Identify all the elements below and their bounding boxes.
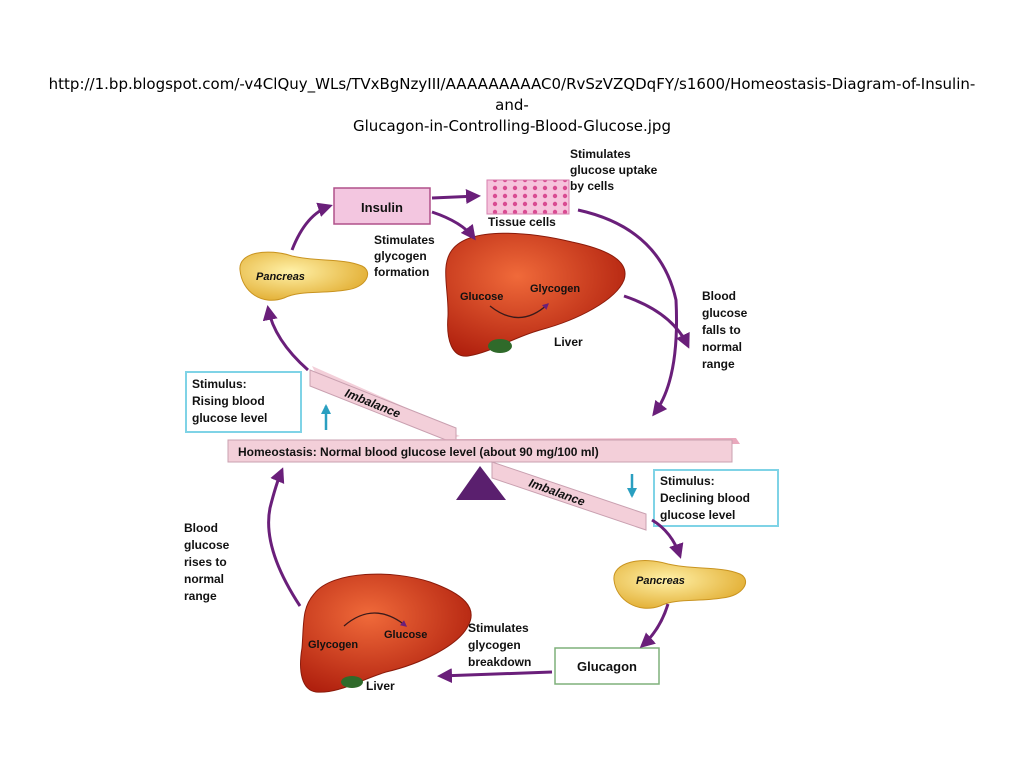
falls-line-1: Blood <box>702 289 736 303</box>
declining-line-3: glucose level <box>660 508 735 522</box>
formation-line-3: formation <box>374 265 429 279</box>
stimulus-rising-box: Stimulus: Rising blood glucose level <box>185 371 302 433</box>
tissue-cells: Tissue cells <box>486 179 570 229</box>
rises-line-5: range <box>184 589 217 603</box>
uptake-line-3: by cells <box>570 179 614 193</box>
liver-top-glycogen: Glycogen <box>530 283 580 295</box>
formation-line-2: glycogen <box>374 249 427 263</box>
rising-line-1: Stimulus: <box>192 377 247 391</box>
insulin-box: Insulin <box>333 187 431 225</box>
blood-glucose-falls-text: Blood glucose falls to normal range <box>702 289 748 371</box>
falls-line-4: normal <box>702 340 742 354</box>
insulin-label: Insulin <box>361 200 403 215</box>
falls-line-2: glucose <box>702 306 748 320</box>
stimulates-breakdown-text: Stimulates glycogen breakdown <box>468 621 531 669</box>
breakdown-line-1: Stimulates <box>468 621 529 635</box>
rises-line-4: normal <box>184 572 224 586</box>
rises-line-2: glucose <box>184 538 230 552</box>
rising-line-2: Rising blood <box>192 394 265 408</box>
rises-line-1: Blood <box>184 521 218 535</box>
imbalance-top-label: Imbalance <box>343 386 403 421</box>
declining-line-2: Declining blood <box>660 491 750 505</box>
imbalance-beam-bottom: Imbalance <box>491 461 647 531</box>
liver-bottom: Glycogen Glucose Liver <box>300 573 472 693</box>
tissue-cells-label: Tissue cells <box>488 215 556 229</box>
liver-top: Glucose Glycogen Liver <box>445 232 626 357</box>
pancreas-top: Pancreas <box>239 251 368 301</box>
liver-top-glucose: Glucose <box>460 291 503 303</box>
top-cycle-arrows <box>262 189 690 417</box>
pancreas-top-label: Pancreas <box>256 271 305 283</box>
glucagon-box: Glucagon <box>554 647 660 685</box>
glucagon-label: Glucagon <box>577 659 637 674</box>
uptake-line-1: Stimulates <box>570 147 631 161</box>
homeostasis-label: Homeostasis: Normal blood glucose level … <box>238 445 599 459</box>
caption-line-2: Glucagon-in-Controlling-Blood-Glucose.jp… <box>353 117 671 135</box>
uptake-line-2: glucose uptake <box>570 163 658 177</box>
formation-line-1: Stimulates <box>374 233 435 247</box>
liver-top-label: Liver <box>554 335 583 349</box>
liver-bottom-glucose: Glucose <box>384 629 427 641</box>
stimulus-declining-box: Stimulus: Declining blood glucose level <box>653 469 779 527</box>
blood-glucose-rises-text: Blood glucose rises to normal range <box>184 521 230 603</box>
breakdown-line-3: breakdown <box>468 655 531 669</box>
declining-line-1: Stimulus: <box>660 474 715 488</box>
fulcrum-triangle-icon <box>456 466 506 500</box>
rises-line-3: rises to <box>184 555 227 569</box>
liver-bottom-glycogen: Glycogen <box>308 639 358 651</box>
stimulates-formation-text: Stimulates glycogen formation <box>374 233 435 279</box>
homeostasis-bar: Homeostasis: Normal blood glucose level … <box>227 438 740 463</box>
image-caption: http://1.bp.blogspot.com/-v4ClQuy_WLs/TV… <box>40 74 984 137</box>
pancreas-bottom: Pancreas <box>613 560 746 609</box>
liver-bottom-label: Liver <box>366 679 395 693</box>
pancreas-bottom-label: Pancreas <box>636 575 685 587</box>
breakdown-line-2: glycogen <box>468 638 521 652</box>
falls-line-5: range <box>702 357 735 371</box>
imbalance-beam-top: Imbalance <box>309 366 460 445</box>
stimulates-uptake-text: Stimulates glucose uptake by cells <box>570 147 658 193</box>
falls-line-3: falls to <box>702 323 741 337</box>
rising-line-3: glucose level <box>192 411 267 425</box>
bottom-cycle-arrows <box>267 467 684 684</box>
caption-line-1: http://1.bp.blogspot.com/-v4ClQuy_WLs/TV… <box>48 75 976 114</box>
